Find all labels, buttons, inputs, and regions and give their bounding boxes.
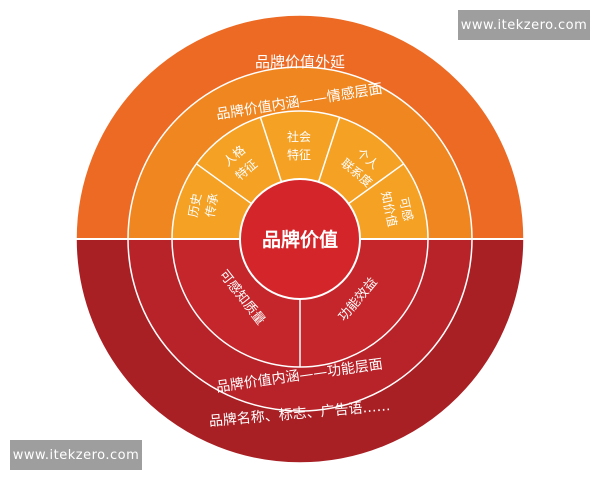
emotion-segments-area [172,111,428,239]
outer-top-label: 品牌价值外延 [255,53,345,71]
center-circle [239,178,361,300]
emotion-segment-social: 社会 特征 [287,129,311,162]
svg-text:可感: 可感 [397,196,417,223]
svg-text:社会: 社会 [287,129,311,144]
emotion-segment-perceived-value: 可感 知价值 [378,190,416,228]
emotion-segment-history: 历史 传承 [186,192,221,218]
svg-text:历史: 历史 [186,192,204,218]
svg-text:知价值: 知价值 [378,190,400,228]
watermark-top: www.itekzero.com [458,10,590,40]
center-label: 品牌价值 [262,228,338,251]
svg-text:特征: 特征 [287,147,311,162]
svg-text:传承: 传承 [202,192,221,218]
watermark-bottom: www.itekzero.com [10,440,142,470]
